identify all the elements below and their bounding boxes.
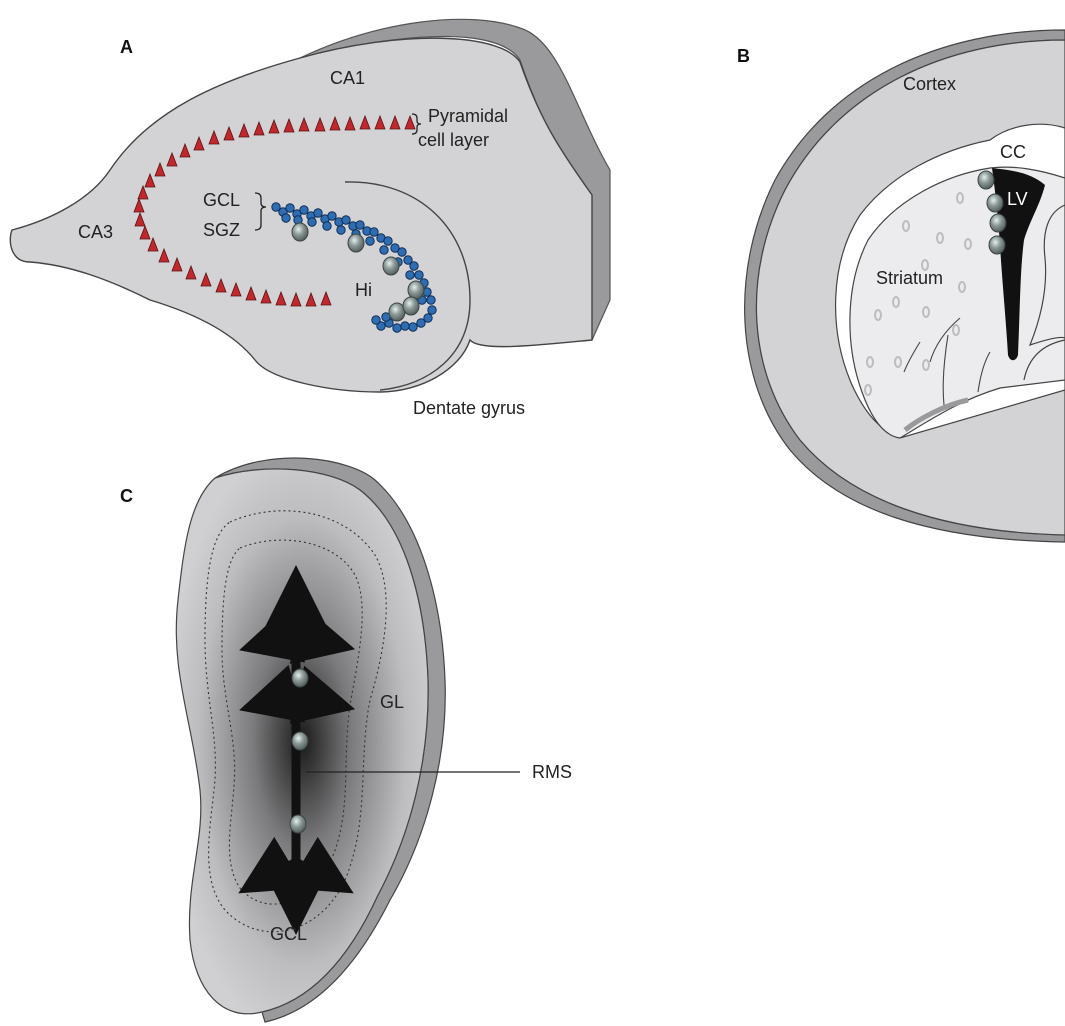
label-sgz: SGZ: [203, 220, 240, 240]
panel-a-letter: A: [120, 37, 133, 57]
label-lv: LV: [1007, 189, 1028, 209]
label-striatum: Striatum: [876, 268, 943, 288]
label-hi: Hi: [355, 280, 372, 300]
panel-c-letter: C: [120, 486, 133, 506]
label-ca1: CA1: [330, 68, 365, 88]
label-pyramidal-line1: Pyramidal: [428, 106, 508, 126]
panel-b-letter: B: [737, 46, 750, 66]
label-gl: GL: [380, 692, 404, 712]
panel-a-hippocampus: A CA1 CA3 Pyramidal cell layer GCL SGZ H…: [10, 19, 610, 418]
label-rms: RMS: [532, 762, 572, 782]
panel-c-olfactory-bulb: C GL RMS GCL: [120, 458, 572, 1022]
label-gcl: GCL: [203, 190, 240, 210]
label-dentate-gyrus: Dentate gyrus: [413, 398, 525, 418]
label-cc: CC: [1000, 142, 1026, 162]
label-ca3: CA3: [78, 222, 113, 242]
label-pyramidal-line2: cell layer: [418, 130, 489, 150]
label-cortex: Cortex: [903, 74, 956, 94]
panel-b-svz: B Cortex CC LV Striatum: [737, 30, 1065, 542]
label-gcl-bulb: GCL: [270, 924, 307, 944]
